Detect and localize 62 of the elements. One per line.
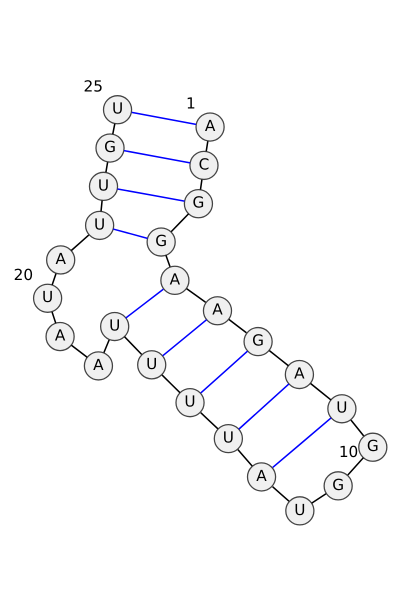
connector	[347, 456, 364, 476]
node-circle: A	[160, 265, 190, 295]
connector	[162, 374, 180, 393]
connector	[237, 448, 253, 466]
connector	[272, 416, 332, 468]
connector	[124, 149, 190, 164]
node-circle: A	[46, 244, 76, 274]
connector	[51, 272, 57, 285]
node-circle: G	[146, 226, 176, 256]
node-circle: U	[285, 496, 315, 526]
connector	[125, 288, 164, 318]
connector	[113, 228, 148, 239]
node-circle: G	[184, 188, 214, 218]
connector	[51, 311, 56, 323]
connector	[100, 200, 103, 211]
connector	[272, 486, 290, 502]
node-circle: A	[246, 462, 276, 492]
node-circle: G	[95, 132, 125, 162]
node-circle: U	[327, 394, 357, 423]
connector	[70, 234, 90, 251]
node-circle: G	[243, 326, 273, 356]
connector	[124, 336, 142, 354]
node-circle: U	[214, 423, 244, 453]
connector	[70, 344, 88, 358]
node-label: 10	[338, 442, 358, 460]
connector	[105, 162, 108, 172]
connector	[350, 419, 364, 436]
node-circle: A	[45, 321, 75, 351]
connector	[310, 382, 332, 400]
node-circle: U	[137, 350, 166, 379]
node-circle: U	[175, 387, 205, 417]
connector	[186, 288, 206, 302]
node-circle: U	[88, 171, 118, 201]
node-circle: G	[358, 432, 388, 462]
connector	[238, 382, 290, 430]
connector	[228, 318, 247, 333]
connector	[112, 123, 116, 134]
node-circle: A	[195, 112, 225, 142]
node-circle: U	[102, 94, 132, 124]
node-label: 25	[84, 76, 104, 95]
connector	[200, 179, 203, 190]
node-circle: U	[100, 311, 130, 341]
node-label: 1	[186, 94, 196, 112]
connector	[103, 339, 110, 352]
node-circle: A	[84, 350, 114, 380]
connector	[117, 188, 185, 202]
node-circle: U	[32, 283, 62, 312]
connector	[162, 318, 208, 356]
connector	[311, 492, 326, 504]
connector	[132, 111, 196, 125]
connector	[200, 350, 248, 394]
node-circle: U	[84, 210, 114, 240]
node-label: 20	[14, 265, 34, 284]
connector	[268, 350, 289, 366]
node-circle: C	[189, 150, 219, 180]
connector	[165, 254, 171, 266]
node-circle: G	[323, 470, 353, 500]
connector	[205, 140, 209, 151]
connector	[200, 412, 218, 429]
node-circle: A	[202, 296, 232, 325]
connector	[170, 212, 190, 232]
node-circle: A	[284, 359, 314, 389]
